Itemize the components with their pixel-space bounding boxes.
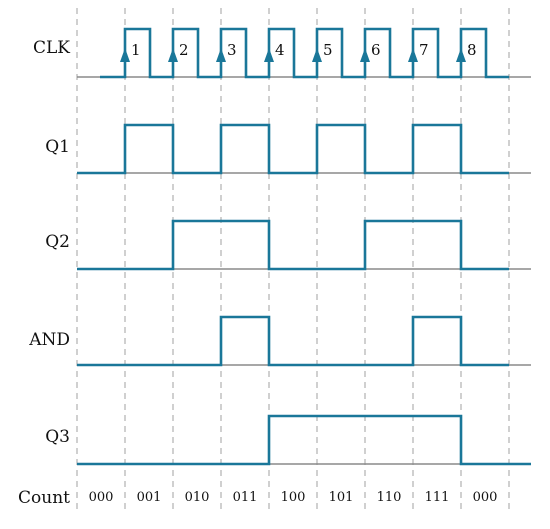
signal-label-and: AND	[28, 330, 70, 350]
clk-edge-arrow-3	[216, 48, 226, 62]
clk-edge-arrow-5	[312, 48, 322, 62]
signal-label-q1: Q1	[45, 137, 70, 157]
signal-label-q3: Q3	[45, 427, 70, 447]
clk-waveform	[100, 27, 509, 79]
count-value-2: 010	[185, 490, 210, 505]
clk-edge-number-2: 2	[179, 41, 189, 59]
clk-edge-number-6: 6	[371, 41, 381, 59]
clk-edge-arrow-4	[264, 48, 274, 62]
count-value-6: 110	[377, 490, 402, 505]
clk-edge-number-1: 1	[131, 41, 141, 59]
count-value-5: 101	[329, 490, 354, 505]
waveforms	[77, 27, 531, 466]
clk-edge-number-3: 3	[227, 41, 237, 59]
clk-edge-arrow-7	[408, 48, 418, 62]
count-value-4: 100	[281, 490, 306, 505]
clk-edge-number-5: 5	[323, 41, 333, 59]
count-value-3: 011	[233, 490, 258, 505]
baselines	[77, 76, 531, 465]
grid-lines	[76, 8, 510, 512]
clk-edge-arrow-6	[360, 48, 370, 62]
and-waveform	[77, 315, 509, 367]
count-value-8: 000	[473, 490, 498, 505]
clk-edge-number-7: 7	[419, 41, 429, 59]
count-value-1: 001	[137, 490, 162, 505]
q3-waveform	[77, 414, 531, 466]
clk-edge-arrow-1	[120, 48, 130, 62]
count-value-0: 000	[89, 490, 114, 505]
clk-edge-arrow-8	[456, 48, 466, 62]
q1-waveform	[77, 123, 509, 175]
count-label: Count	[18, 488, 70, 508]
clk-edge-number-8: 8	[467, 41, 477, 59]
count-value-7: 111	[425, 490, 450, 505]
signal-label-clk: CLK	[33, 38, 70, 58]
clk-edge-arrow-2	[168, 48, 178, 62]
q2-waveform	[77, 219, 509, 271]
signal-label-q2: Q2	[45, 232, 70, 252]
clk-edge-number-4: 4	[275, 41, 285, 59]
